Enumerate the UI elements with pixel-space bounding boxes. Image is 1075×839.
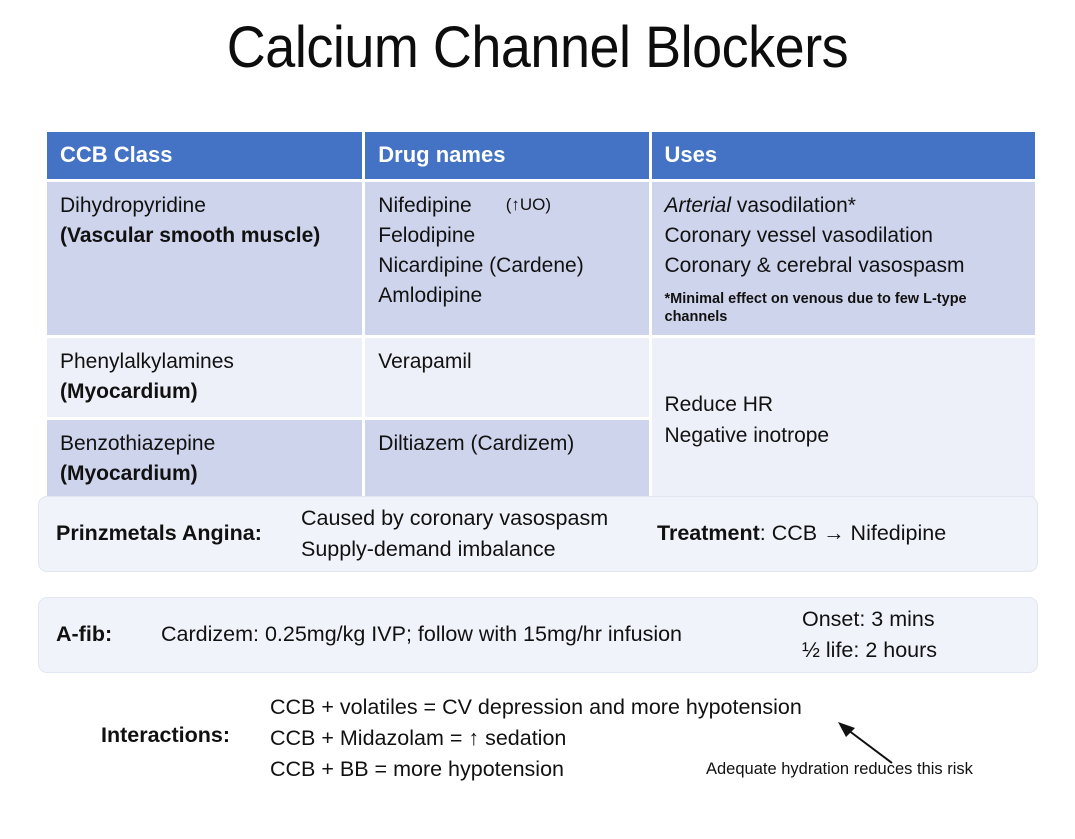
treatment-label: Treatment [657,521,760,545]
urine-output-note: (↑UO) [505,194,552,214]
class-name: Dihydropyridine [60,193,206,217]
drug-item: Diltiazem (Cardizem) [378,431,575,455]
table-row: Dihydropyridine (Vascular smooth muscle)… [47,181,1036,339]
use-item: Arterial vasodilation* [664,193,856,217]
treatment-value: : CCB → Nifedipine [759,521,947,545]
drug-item: Nicardipine (Cardene) [378,254,584,278]
use-item: Reduce HR [664,393,774,417]
cell-uses-myocardium: Reduce HR Negative inotrope [652,338,1036,460]
afib-box: A-fib: Cardizem: 0.25mg/kg IVP; follow w… [38,597,1038,673]
interaction-item: CCB + volatiles = CV depression and more… [270,695,802,719]
table-row: Phenylalkylamines (Myocardium) Verapamil… [47,338,1035,499]
prinzmetals-angina-box: Prinzmetals Angina: Caused by coronary v… [38,496,1038,572]
afib-half-life: ½ life: 2 hours [802,637,938,662]
column-header-uses: Uses [664,142,718,167]
cell-drugs-benzothiazepine: Diltiazem (Cardizem) [365,420,648,468]
interactions-list: CCB + volatiles = CV depression and more… [270,692,802,785]
cell-class-benzothiazepine: Benzothiazepine (Myocardium) [47,420,362,498]
class-site: (Myocardium) [60,380,198,404]
class-name: Phenylalkylamines [60,350,234,374]
afib-dose: Cardizem: 0.25mg/kg IVP; follow with 15m… [161,622,683,646]
cell-uses-dihydropyridine: Arterial vasodilation* Coronary vessel v… [652,182,1036,335]
afib-pharmacokinetics: Onset: 3 mins ½ life: 2 hours [802,604,937,665]
prinzmetals-line: Caused by coronary vasospasm [301,506,609,530]
interaction-item: CCB + BB = more hypotension [270,756,564,781]
cell-class-dihydropyridine: Dihydropyridine (Vascular smooth muscle) [47,182,362,260]
drug-item: Nifedipine(↑UO) [378,193,552,217]
cell-drugs-phenylalkylamines: Verapamil [365,338,648,386]
column-header-drug-names: Drug names [378,142,506,167]
page-title: Calcium Channel Blockers [226,15,849,80]
class-name: Benzothiazepine [60,431,216,455]
afib-onset: Onset: 3 mins [802,607,935,631]
table-row: Benzothiazepine (Myocardium) Diltiazem (… [47,419,1035,499]
class-site: (Vascular smooth muscle) [60,223,321,247]
afib-label: A-fib: [56,622,113,646]
annotation-arrow-icon [838,722,893,764]
hydration-note: Adequate hydration reduces this risk [706,760,973,778]
interactions-label: Interactions: [101,723,231,747]
use-item: Negative inotrope [664,423,830,447]
cell-class-phenylalkylamines: Phenylalkylamines (Myocardium) [47,338,362,416]
prinzmetals-treatment: Treatment: CCB → Nifedipine [657,521,946,546]
prinzmetals-line: Supply-demand imbalance [301,536,556,561]
drug-item: Verapamil [378,350,472,374]
prinzmetals-description: Caused by coronary vasospasm Supply-dema… [301,503,608,564]
drug-item: Felodipine [378,223,476,247]
use-emphasis: Arterial [664,193,732,217]
interaction-item: CCB + Midazolam = ↑ sedation [270,725,567,750]
column-header-ccb-class: CCB Class [60,142,173,167]
ccb-table: CCB Class Drug names Uses Dihydropyridin… [47,132,1036,499]
uses-footnote: *Minimal effect on venous due to few L-t… [664,291,967,325]
prinzmetals-label: Prinzmetals Angina: [56,521,262,545]
cell-drugs-dihydropyridine: Nifedipine(↑UO) Felodipine Nicardipine (… [365,182,648,321]
use-item: Coronary & cerebral vasospasm [664,254,965,278]
class-site: (Myocardium) [60,461,198,485]
table-header-row: CCB Class Drug names Uses [47,132,1035,182]
drug-item: Amlodipine [378,284,483,308]
use-item: Coronary vessel vasodilation [664,223,933,247]
